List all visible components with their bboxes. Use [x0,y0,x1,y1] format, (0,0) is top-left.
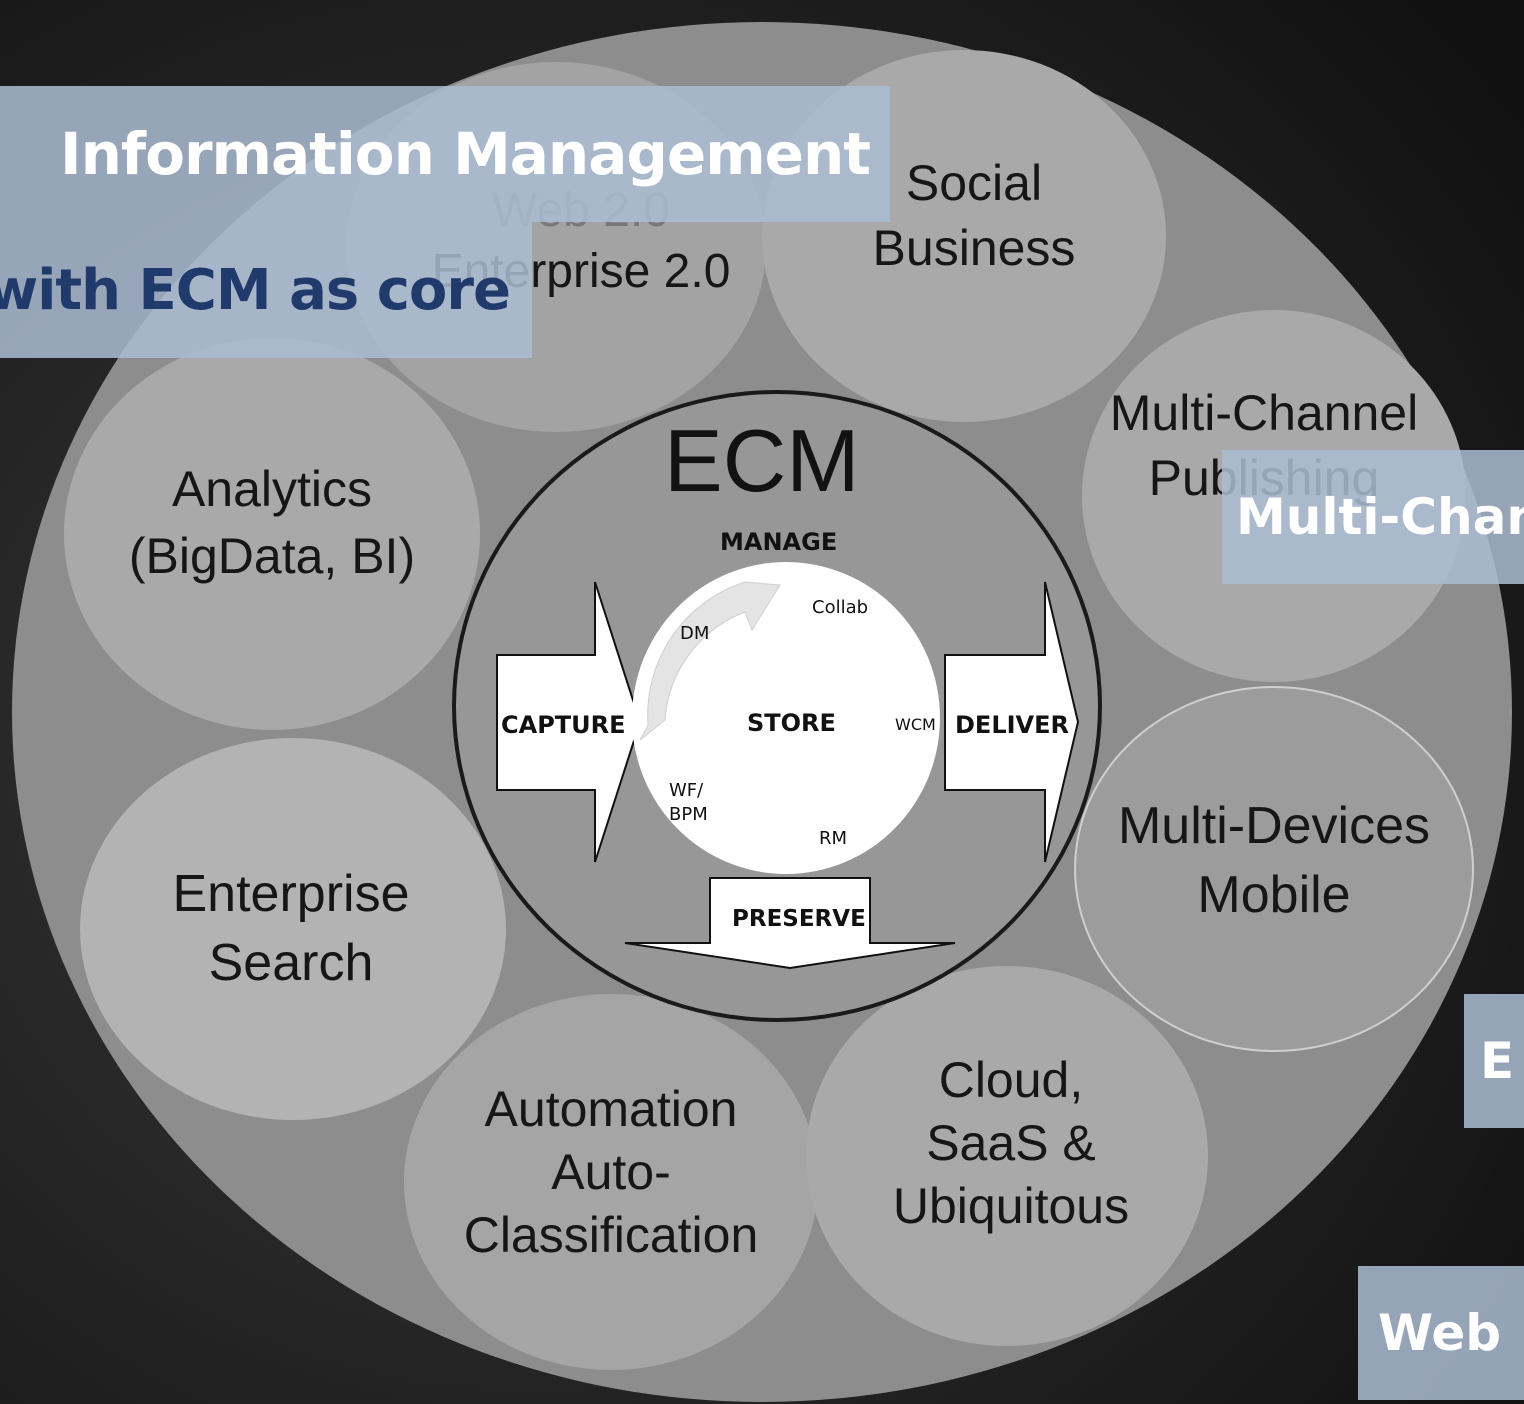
search-line1: Enterprise [172,864,410,923]
right-banner-e: E [1464,994,1524,1128]
social-line1: Social [905,155,1043,211]
module-wf-line1: WF/ [669,780,704,801]
satellite-multi-devices: Multi-Devices Mobile [1074,686,1474,1052]
search-line2: Search [208,934,374,992]
right-banner-web-label: Web [1378,1304,1502,1362]
social-line2: Business [872,220,1076,276]
automation-line1: Automation [484,1080,738,1137]
capture-label: CAPTURE [501,711,626,739]
module-rm: RM [819,828,848,849]
page-title: Information Management [60,120,871,188]
satellite-analytics: Analytics (BigData, BI) [64,338,480,730]
multichannel-line1: Multi-Channel [1109,385,1419,441]
cloud-line2: SaaS & [926,1114,1096,1171]
manage-label: MANAGE [720,528,838,556]
ecm-title: ECM [664,411,860,510]
deliver-label: DELIVER [955,711,1069,739]
right-banner-e-label: E [1480,1032,1515,1090]
title-banner: Information Management [0,86,890,222]
automation-line3: Classification [463,1206,759,1263]
preserve-label: PRESERVE [732,906,866,932]
module-collab: Collab [812,597,869,618]
multichannel-banner: Multi-Channel [1222,450,1524,584]
devices-line2: Mobile [1197,866,1351,924]
satellite-cloud: Cloud, SaaS & Ubiquitous [806,966,1208,1346]
cloud-line1: Cloud, [938,1051,1084,1108]
satellite-automation: Automation Auto- Classification [404,994,818,1370]
multichannel-banner-label: Multi-Channel [1236,488,1524,546]
analytics-line2: (BigData, BI) [128,528,416,584]
cloud-line3: Ubiquitous [892,1177,1130,1234]
subtitle-banner: with ECM as core [0,222,532,358]
satellite-enterprise-search: Enterprise Search [80,738,506,1120]
right-banner-web: Web [1358,1266,1524,1400]
module-wcm: WCM [895,715,936,734]
module-dm: DM [680,623,710,644]
module-wf-line2: BPM [669,804,708,825]
analytics-line1: Analytics [171,461,373,517]
page-subtitle: with ECM as core [0,257,511,323]
automation-line2: Auto- [551,1143,671,1200]
store-label: STORE [747,709,836,737]
devices-line1: Multi-Devices [1117,796,1431,855]
